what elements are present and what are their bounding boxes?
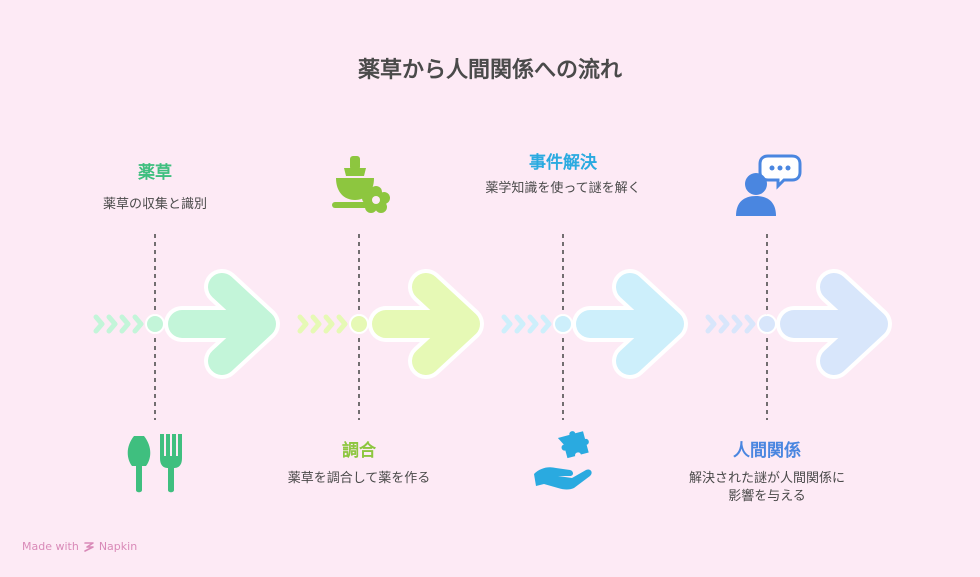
step-description-4: 解決された謎が人間関係に影響を与える [688, 471, 845, 504]
footer-made-with: Made with [22, 540, 79, 553]
flow-arrow-2 [297, 269, 484, 379]
connector-node-2 [349, 314, 369, 334]
connector-node-4 [757, 314, 777, 334]
person-speech-icon [736, 154, 802, 216]
step-description-2: 薬草を調合して薬を作る [287, 471, 431, 486]
step-description-3: 薬学知識を使って謎を解く [485, 181, 641, 196]
flow-arrow-4 [705, 269, 892, 379]
napkin-logo-icon [84, 541, 94, 552]
trowel-fork-icon [127, 434, 182, 493]
puzzle-hand-icon [534, 431, 592, 490]
step-heading-2: 調合 [342, 441, 376, 461]
flow-arrow-3 [501, 269, 688, 379]
connector-node-3 [553, 314, 573, 334]
flow-arrow-1 [93, 269, 280, 379]
diagram-title: 薬草から人間関係への流れ [357, 58, 622, 83]
step-heading-1: 薬草 [138, 163, 172, 183]
step-heading-3: 事件解決 [529, 153, 597, 173]
step-description-1: 薬草の収集と識別 [102, 197, 207, 212]
mortar-flower-icon [332, 156, 390, 213]
footer-credit: Made with Napkin [22, 540, 137, 553]
footer-brand: Napkin [98, 540, 138, 553]
step-heading-4: 人間関係 [733, 441, 801, 461]
connector-node-1 [145, 314, 165, 334]
